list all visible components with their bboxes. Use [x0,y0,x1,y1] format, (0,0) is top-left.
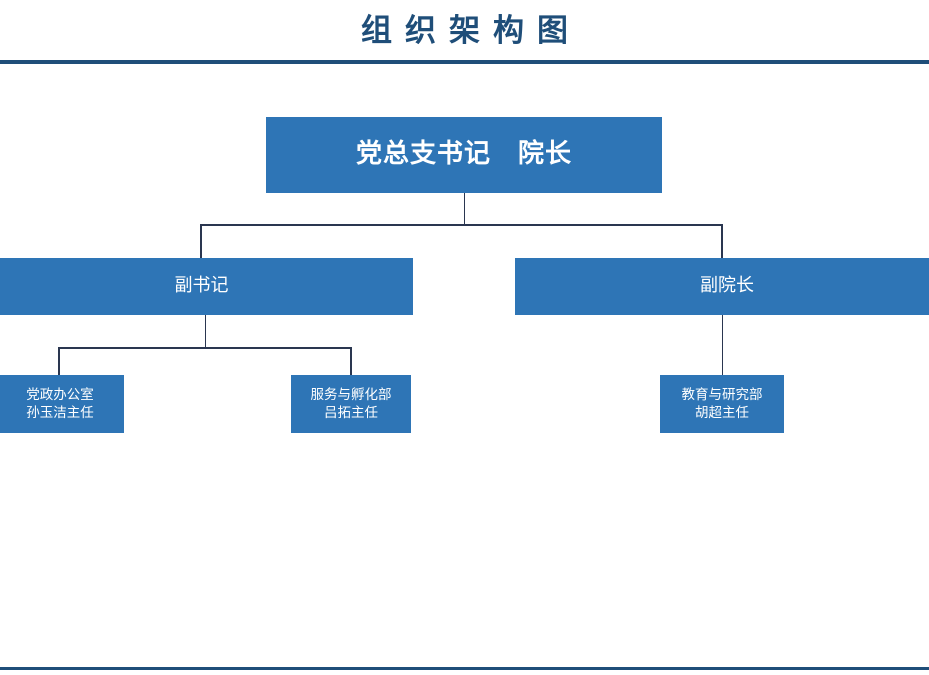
org-node-party-office-department: 党政办公室 [26,386,94,403]
org-node-education-research[interactable]: 教育与研究部 胡超主任 [660,375,784,433]
org-node-party-office-person: 孙玉洁主任 [26,405,94,421]
org-node-vice-dean[interactable]: 副院长 [515,258,929,315]
connector-to-service-incubation [350,347,352,375]
org-node-root-label: 党总支书记 院长 [355,139,572,170]
org-node-service-incubation-person: 吕拓主任 [324,405,378,421]
connector-vice-secretary-drop [204,315,206,348]
org-node-service-incubation[interactable]: 服务与孵化部 吕拓主任 [291,375,411,433]
org-node-education-research-person: 胡超主任 [695,405,749,421]
org-node-vice-dean-label: 副院长 [700,275,754,297]
connector-to-party-office [58,347,60,375]
org-node-service-incubation-department: 服务与孵化部 [310,386,392,403]
connector-root-to-vice-dean [721,224,723,258]
connector-root-horizontal [200,224,722,226]
header-divider [0,60,929,64]
org-node-vice-secretary[interactable]: 副书记 [0,258,413,315]
org-node-vice-secretary-label: 副书记 [174,275,229,297]
footer-divider [0,667,929,670]
connector-to-education-research [721,315,723,375]
org-node-party-office[interactable]: 党政办公室 孙玉洁主任 [0,375,124,433]
org-node-root[interactable]: 党总支书记 院长 [266,117,662,193]
connector-root-drop [463,193,465,225]
org-node-education-research-department: 教育与研究部 [681,386,763,403]
connector-root-to-vice-secretary [200,224,202,258]
connector-vice-secretary-horizontal [58,347,351,349]
page-title: 组织架构图 [361,13,581,49]
